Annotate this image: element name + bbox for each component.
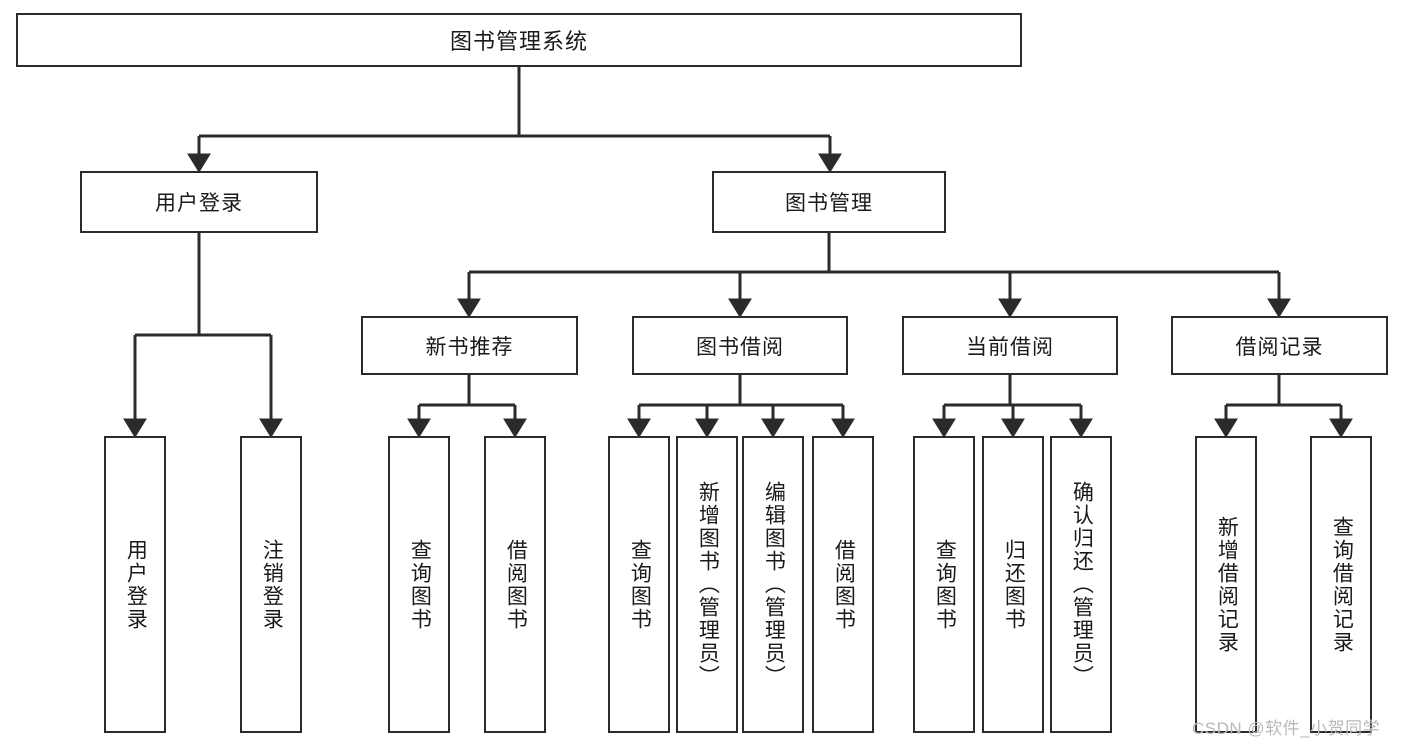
leaf-borrow-book-recommend[interactable]: 借阅图书 [484, 436, 546, 733]
node-borrow-record[interactable]: 借阅记录 [1171, 316, 1388, 375]
leaf-query-book-borrow[interactable]: 查询图书 [608, 436, 670, 733]
node-label: 图书管理系统 [449, 29, 588, 54]
leaf-user-login[interactable]: 用户登录 [104, 436, 166, 733]
leaf-logout[interactable]: 注销登录 [240, 436, 302, 733]
leaf-return-book[interactable]: 归还图书 [982, 436, 1044, 733]
node-label: 确认归还（管理员） [1070, 481, 1094, 688]
node-book-borrow[interactable]: 图书借阅 [632, 316, 848, 375]
node-label: 新增借阅记录 [1215, 515, 1239, 654]
leaf-add-borrow-record[interactable]: 新增借阅记录 [1195, 436, 1257, 733]
node-label: 查询借阅记录 [1330, 515, 1354, 654]
node-label: 新书推荐 [425, 335, 514, 359]
watermark: CSDN @软件_小贺同学 [1192, 719, 1381, 738]
node-label: 图书借阅 [696, 335, 784, 359]
node-current-borrow[interactable]: 当前借阅 [902, 316, 1118, 375]
node-label: 当前借阅 [966, 335, 1054, 359]
node-label: 注销登录 [260, 538, 284, 631]
node-label: 借阅记录 [1235, 335, 1324, 359]
leaf-query-book-current[interactable]: 查询图书 [913, 436, 975, 733]
node-label: 查询图书 [408, 538, 432, 631]
node-label: 用户登录 [124, 538, 148, 631]
node-label: 借阅图书 [504, 538, 528, 631]
node-label: 编辑图书（管理员） [762, 481, 786, 688]
node-label: 归还图书 [1002, 538, 1026, 631]
node-label: 图书管理 [785, 192, 873, 215]
node-label: 借阅图书 [832, 538, 856, 631]
node-book-management[interactable]: 图书管理 [712, 171, 946, 233]
leaf-borrow-book[interactable]: 借阅图书 [812, 436, 874, 733]
leaf-query-book-recommend[interactable]: 查询图书 [388, 436, 450, 733]
node-label: 新增图书（管理员） [696, 481, 720, 688]
leaf-query-borrow-record[interactable]: 查询借阅记录 [1310, 436, 1372, 733]
leaf-confirm-return-admin[interactable]: 确认归还（管理员） [1050, 436, 1112, 733]
node-label: 查询图书 [933, 538, 957, 631]
node-root[interactable]: 图书管理系统 [16, 13, 1022, 67]
node-new-book-recommend[interactable]: 新书推荐 [361, 316, 578, 375]
node-label: 用户登录 [155, 192, 243, 215]
leaf-edit-book-admin[interactable]: 编辑图书（管理员） [742, 436, 804, 733]
node-user-login[interactable]: 用户登录 [80, 171, 318, 233]
leaf-add-book-admin[interactable]: 新增图书（管理员） [676, 436, 738, 733]
node-label: 查询图书 [628, 538, 652, 631]
